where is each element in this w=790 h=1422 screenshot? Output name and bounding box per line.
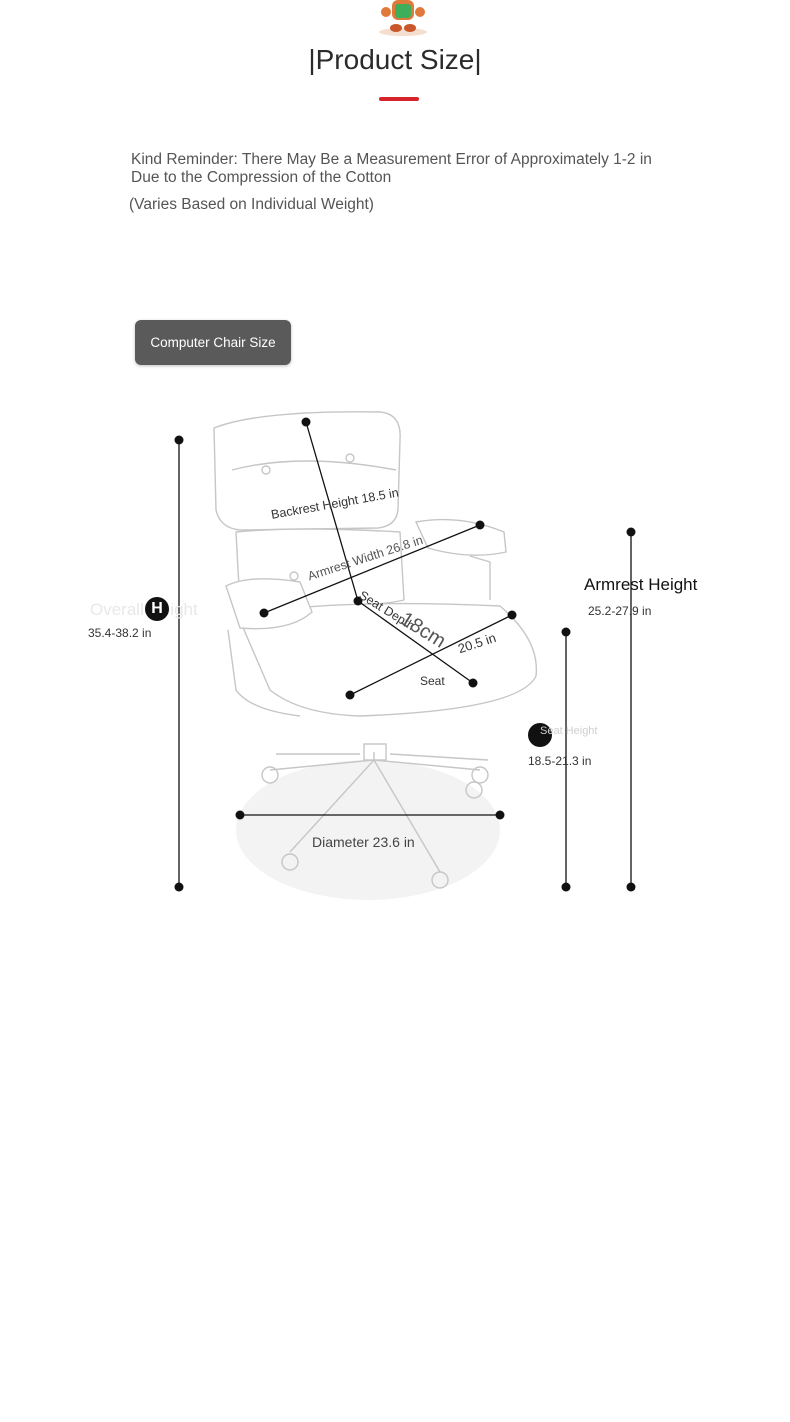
dimension-endpoints [174, 417, 636, 892]
armrest-height-value: 25.2-27.9 in [588, 604, 652, 618]
overall-height-value: 35.4-38.2 in [88, 626, 152, 640]
seat-height-badge [528, 723, 552, 747]
dimension-lines [178, 421, 632, 887]
weight-note: (Varies Based on Individual Weight) [129, 196, 374, 213]
mascot-icon [379, 0, 427, 36]
title-underline [379, 97, 419, 101]
height-badge: H [145, 597, 169, 621]
diameter-label: Diameter 23.6 in [312, 834, 415, 850]
chair-size-tag: Computer Chair Size [135, 320, 291, 365]
page-title: |Product Size| [308, 44, 482, 75]
overall-height-title: Overall Height [90, 600, 198, 619]
seat-height-title: Seat Height [540, 725, 598, 737]
armrest-height-title: Armrest Height [584, 575, 698, 594]
seat-label: Seat [420, 674, 445, 688]
chair-dimension-diagram [174, 411, 636, 900]
seat-height-value: 18.5-21.3 in [528, 754, 592, 768]
office-chair-icon [213, 411, 538, 900]
measurement-reminder: Kind Reminder: There May Be a Measuremen… [131, 151, 652, 186]
